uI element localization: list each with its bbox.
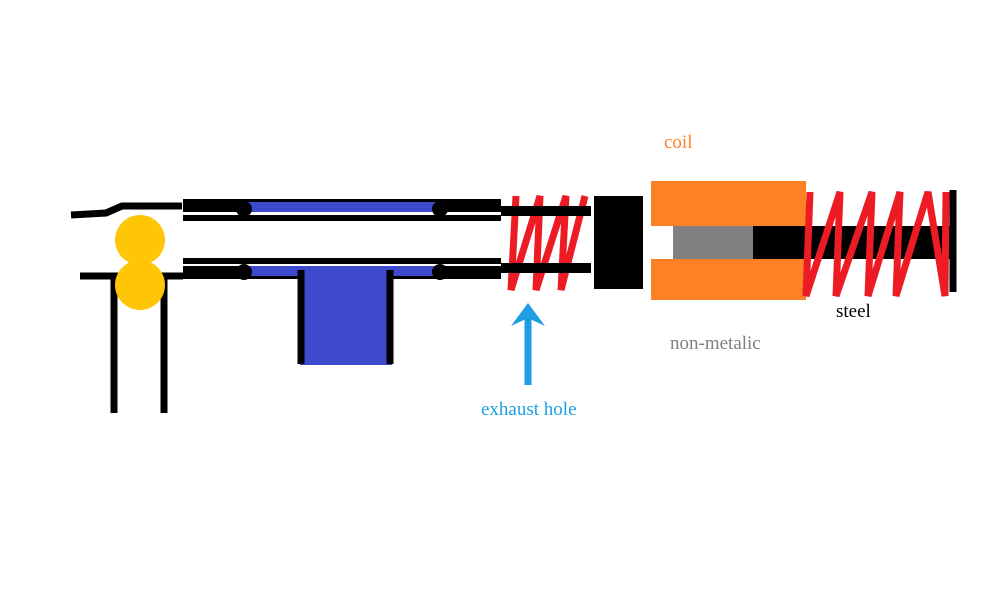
valve-body-lower-inner-wall (183, 258, 501, 264)
valve-stem-block (300, 269, 392, 365)
lever-arm-upper (70, 202, 182, 219)
pivot-pin-right-lower (432, 264, 448, 280)
non-metalic-segment (673, 226, 753, 259)
label-coil: coil (664, 132, 693, 153)
push-rod-upper (501, 206, 591, 216)
exhaust-arrow (511, 303, 545, 385)
pivot-pin-left-upper (236, 201, 252, 217)
coil-lower (651, 259, 806, 300)
roller-upper (115, 215, 165, 265)
return-spring-right (802, 190, 950, 298)
valve-seal-upper (247, 202, 441, 212)
pivot-pin-right-upper (432, 201, 448, 217)
return-spring-left (507, 194, 589, 292)
coil-upper (651, 181, 806, 226)
armature-block (594, 196, 643, 289)
valve-body-upper-inner-wall (183, 215, 501, 221)
exhaust-arrow-head (511, 303, 545, 326)
roller-lower (115, 260, 165, 310)
label-non-metalic: non-metalic (670, 333, 761, 354)
pivot-pin-left-lower (236, 264, 252, 280)
push-rod-lower (501, 263, 591, 273)
label-steel: steel (836, 301, 871, 322)
label-exhaust-hole: exhaust hole (481, 399, 577, 420)
